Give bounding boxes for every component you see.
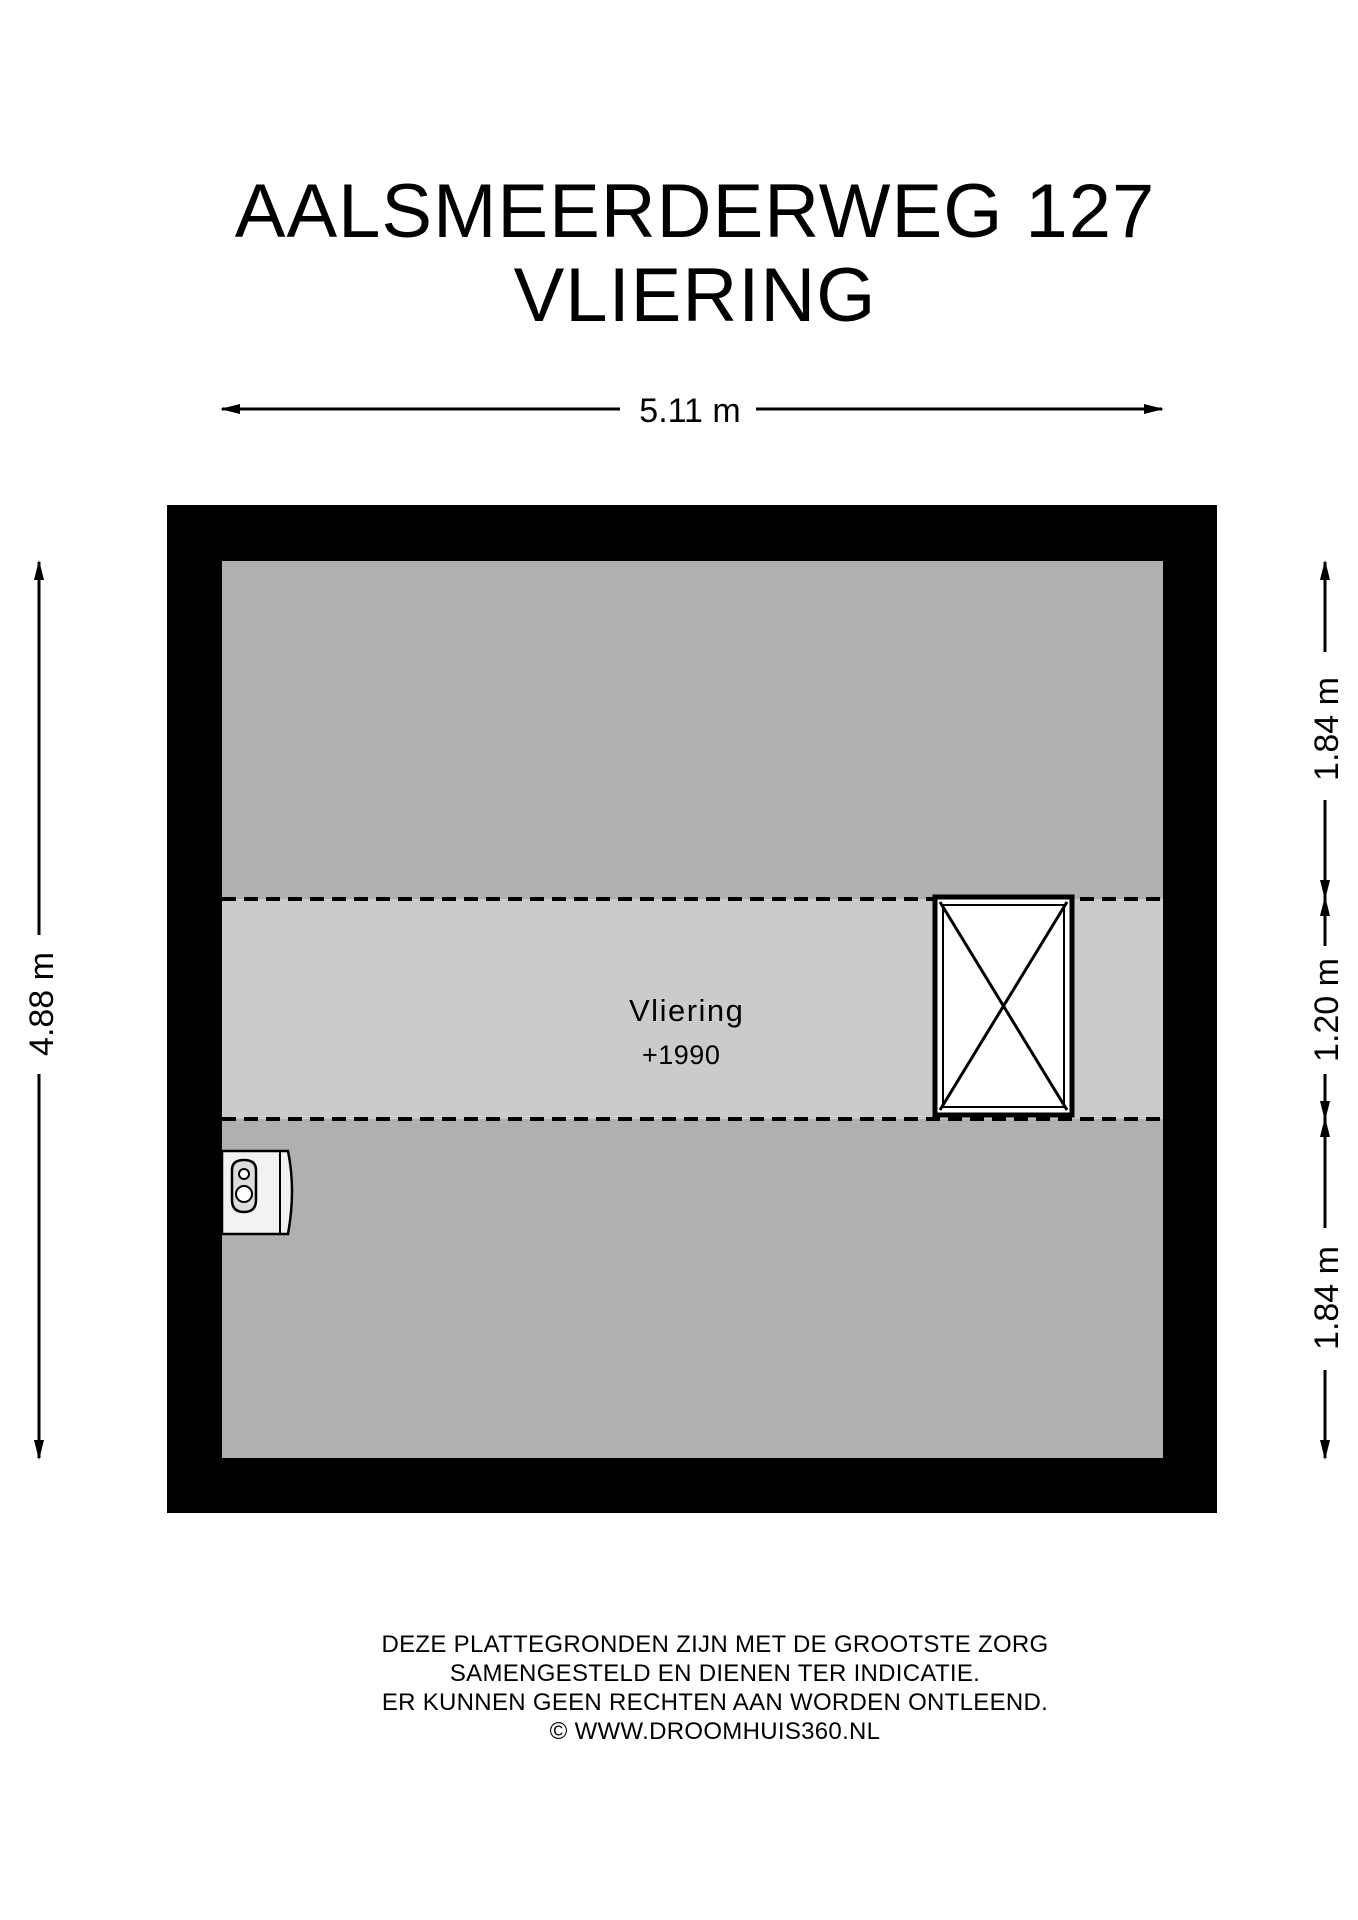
room-height: +1990: [642, 1040, 720, 1070]
water-heater-icon: [220, 1149, 294, 1236]
disclaimer-copyright: © WWW.DROOMHUIS360.NL: [549, 1718, 881, 1745]
segment-top-label: 1.84 m: [1308, 677, 1346, 781]
segment-bottom-label: 1.84 m: [1308, 1246, 1346, 1350]
title-block: AALSMEERDERWEG 127 VLIERING: [0, 170, 1358, 338]
property-address: AALSMEERDERWEG 127: [234, 169, 1156, 254]
disclaimer-line-1: DEZE PLATTEGRONDEN ZIJN MET DE GROOTSTE …: [381, 1631, 1049, 1658]
height-dimension: 4.88 m: [23, 560, 61, 1460]
disclaimer: DEZE PLATTEGRONDEN ZIJN MET DE GROOTSTE …: [0, 1630, 1358, 1746]
roof-hatch-icon: [932, 894, 1075, 1118]
right-dimensions: 1.84 m 1.20 m 1.84 m: [1308, 560, 1346, 1460]
segment-middle-label: 1.20 m: [1308, 958, 1346, 1062]
disclaimer-line-3: ER KUNNEN GEEN RECHTEN AAN WORDEN ONTLEE…: [381, 1689, 1049, 1716]
room-name: Vliering: [629, 993, 744, 1028]
height-label: 4.88 m: [23, 952, 61, 1056]
floor-name: VLIERING: [513, 253, 877, 338]
disclaimer-line-2: SAMENGESTELD EN DIENEN TER INDICATIE.: [449, 1660, 981, 1687]
width-label: 5.11 m: [639, 392, 740, 430]
width-dimension: 5.11 m: [220, 392, 1164, 430]
